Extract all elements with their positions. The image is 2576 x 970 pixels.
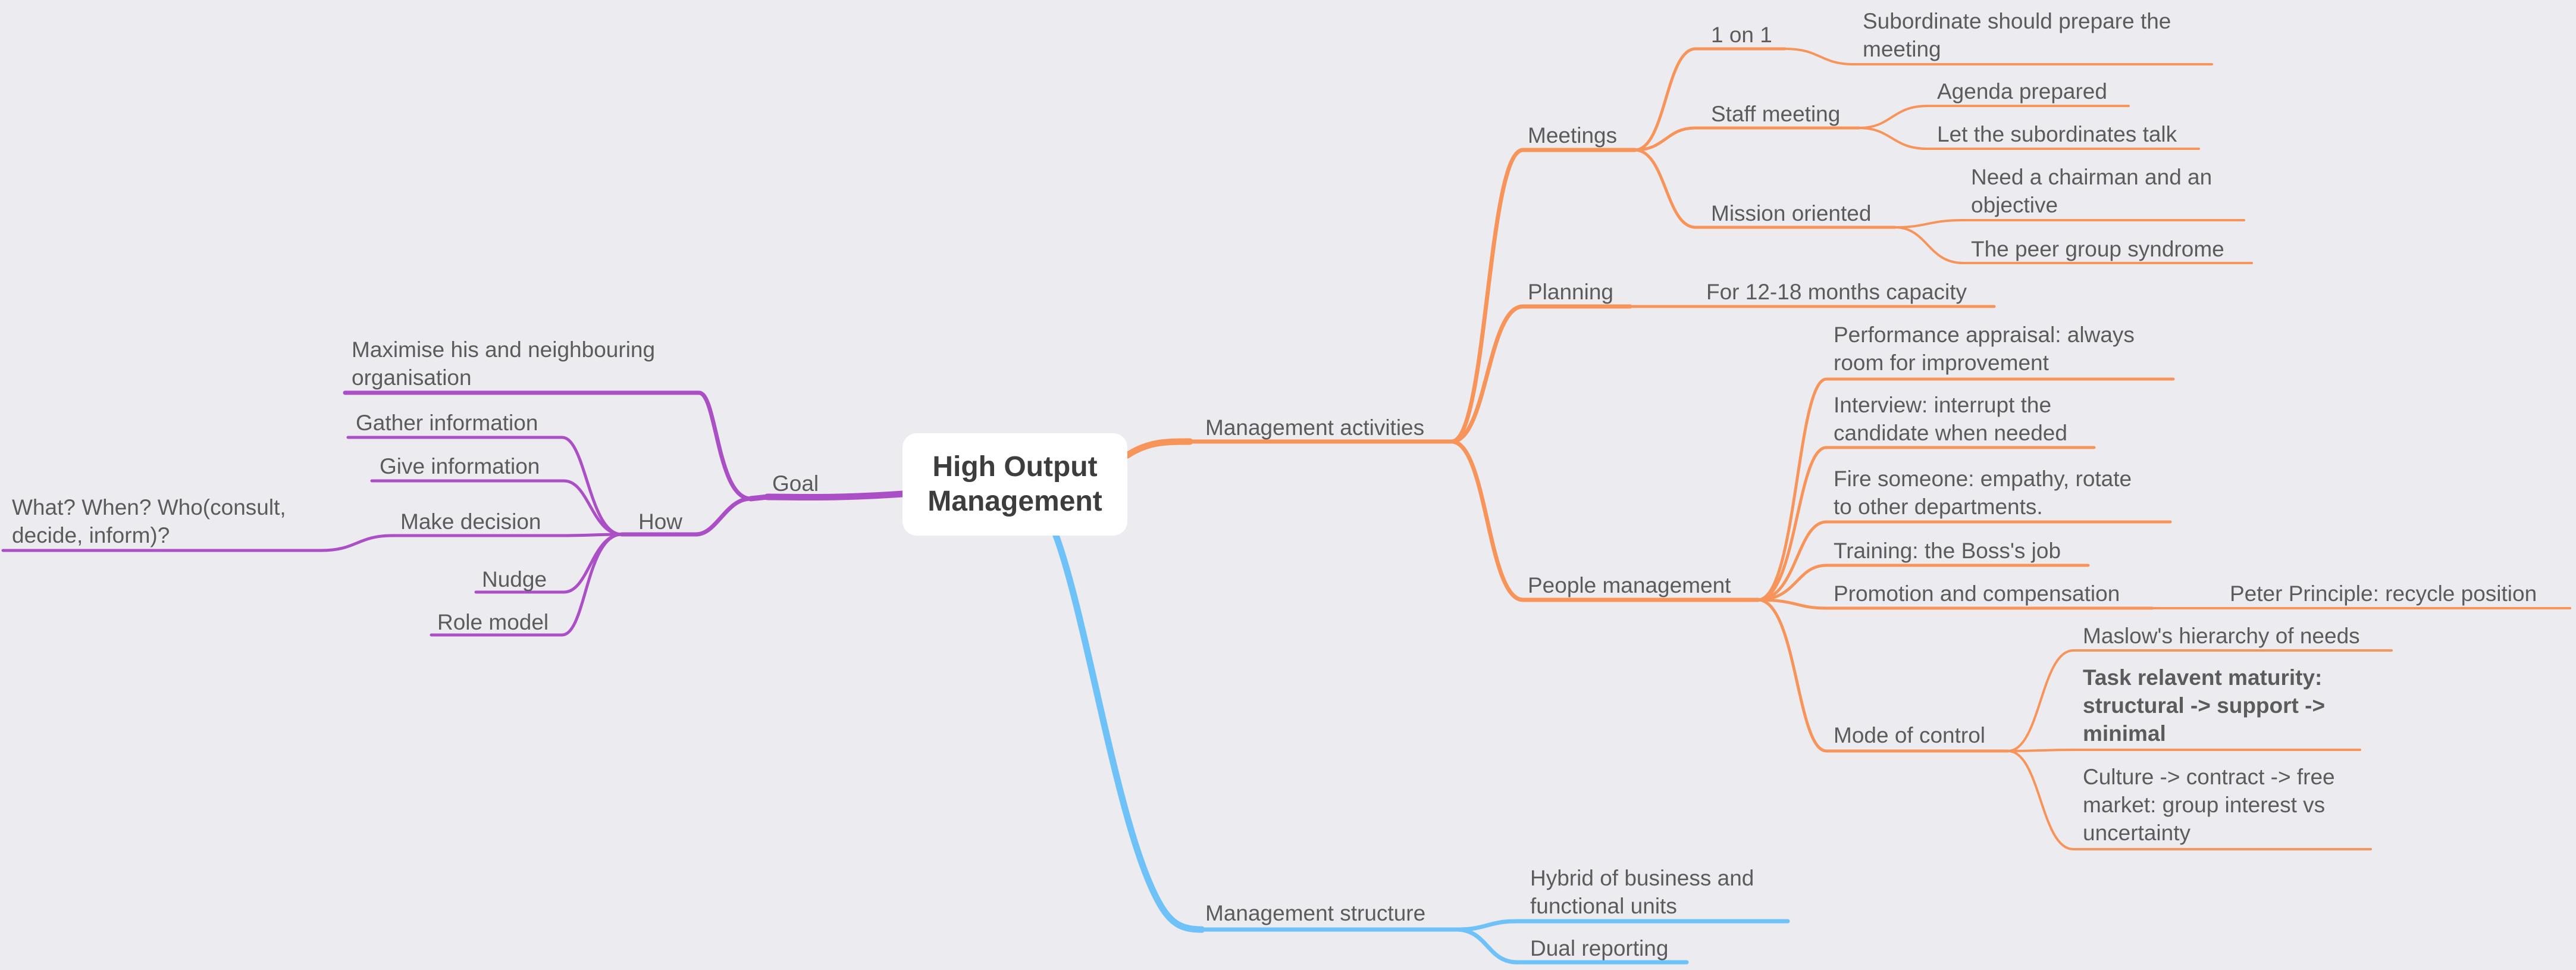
culture-topic[interactable]: Culture -> contract -> free market: grou…	[2083, 765, 2335, 845]
management-activities-topic[interactable]: Management activities	[1205, 415, 1425, 440]
how-to-gather-line	[346, 436, 623, 536]
gather-information-topic[interactable]: Gather information	[356, 411, 538, 435]
how-to-role-line	[430, 533, 623, 637]
agenda-prepared-topic[interactable]: Agenda prepared	[1937, 79, 2107, 104]
interview-topic[interactable]: Interview: interrupt the candidate when …	[1834, 393, 2067, 445]
activities-to-planning-line	[1449, 304, 1632, 444]
meetings-to-staff-line	[1633, 126, 1861, 152]
root-to-structure-line	[1052, 532, 1205, 933]
people-to-appraisal-line	[1756, 377, 2175, 602]
central-topic[interactable]: High Output Management	[902, 433, 1127, 536]
goal-to-maximise-line	[343, 390, 753, 501]
role-model-topic[interactable]: Role model	[437, 610, 549, 634]
activities-to-meetings-line	[1449, 148, 1637, 444]
people-to-promotion-line	[1756, 598, 2154, 610]
goal-topic[interactable]: Goal	[772, 471, 819, 496]
control-to-maturity-line	[2007, 749, 2361, 752]
control-to-culture-line	[2007, 750, 2372, 850]
mode-of-control-topic[interactable]: Mode of control	[1834, 723, 1986, 747]
mission-oriented-topic[interactable]: Mission oriented	[1711, 201, 1872, 226]
task-maturity-topic[interactable]: Task relavent maturity: structural -> su…	[2083, 665, 2326, 746]
make-decision-topic[interactable]: Make decision	[400, 509, 541, 534]
people-to-fire-line	[1756, 520, 2172, 602]
goal-underline	[748, 494, 770, 502]
fire-topic[interactable]: Fire someone: empathy, rotate to other d…	[1834, 467, 2132, 519]
root-to-activities-line	[1124, 438, 1193, 459]
appraisal-topic[interactable]: Performance appraisal: always room for i…	[1834, 323, 2135, 375]
people-to-control-line	[1756, 598, 2010, 753]
meetings-to-mission-line	[1633, 148, 1897, 229]
dual-reporting-topic[interactable]: Dual reporting	[1530, 936, 1669, 960]
staff-to-agenda-line	[1858, 105, 2130, 129]
capacity-topic[interactable]: For 12-18 months capacity	[1706, 280, 1967, 304]
mission-to-chairman-line	[1894, 219, 2245, 229]
1on1-to-detail-line	[1784, 48, 2213, 65]
maximise-topic[interactable]: Maximise his and neighbouring organisati…	[352, 337, 656, 390]
subordinates-talk-topic[interactable]: Let the subordinates talk	[1937, 122, 2177, 146]
staff-to-talk-line	[1858, 127, 2200, 150]
mission-to-peer-line	[1894, 226, 2253, 264]
give-information-topic[interactable]: Give information	[380, 454, 540, 478]
hybrid-units-topic[interactable]: Hybrid of business and functional units	[1530, 866, 1754, 918]
people-management-topic[interactable]: People management	[1528, 573, 1731, 597]
meetings-to-1on1-line	[1633, 47, 1787, 152]
maslow-topic[interactable]: Maslow's hierarchy of needs	[2083, 624, 2360, 648]
promotion-topic[interactable]: Promotion and compensation	[1834, 581, 2120, 606]
how-to-decide-line	[1, 533, 623, 552]
root-to-goal-line	[764, 490, 906, 501]
training-topic[interactable]: Training: the Boss's job	[1834, 539, 2061, 563]
decision-detail-topic[interactable]: What? When? Who(consult, decide, inform)…	[12, 495, 286, 547]
management-structure-topic[interactable]: Management structure	[1205, 901, 1426, 925]
people-to-training-line	[1756, 564, 2090, 602]
structure-to-hybrid-line	[1454, 919, 1790, 932]
goal-to-how-line	[619, 496, 753, 537]
peter-principle-topic[interactable]: Peter Principle: recycle position	[2230, 581, 2537, 606]
nudge-topic[interactable]: Nudge	[482, 567, 547, 592]
one-on-one-topic[interactable]: 1 on 1	[1711, 23, 1772, 47]
meetings-topic[interactable]: Meetings	[1528, 123, 1618, 148]
people-to-interview-line	[1756, 446, 2096, 602]
one-on-one-detail-topic[interactable]: Subordinate should prepare the meeting	[1863, 9, 2171, 61]
staff-meeting-topic[interactable]: Staff meeting	[1711, 102, 1841, 126]
planning-topic[interactable]: Planning	[1528, 280, 1614, 304]
chairman-topic[interactable]: Need a chairman and an objective	[1971, 165, 2213, 217]
how-to-give-line	[370, 479, 623, 536]
peer-group-topic[interactable]: The peer group syndrome	[1971, 237, 2224, 261]
control-to-maslow-line	[2007, 649, 2393, 752]
how-topic[interactable]: How	[638, 509, 683, 534]
structure-to-dual-line	[1454, 927, 1689, 965]
activities-to-people-line	[1449, 439, 1760, 602]
